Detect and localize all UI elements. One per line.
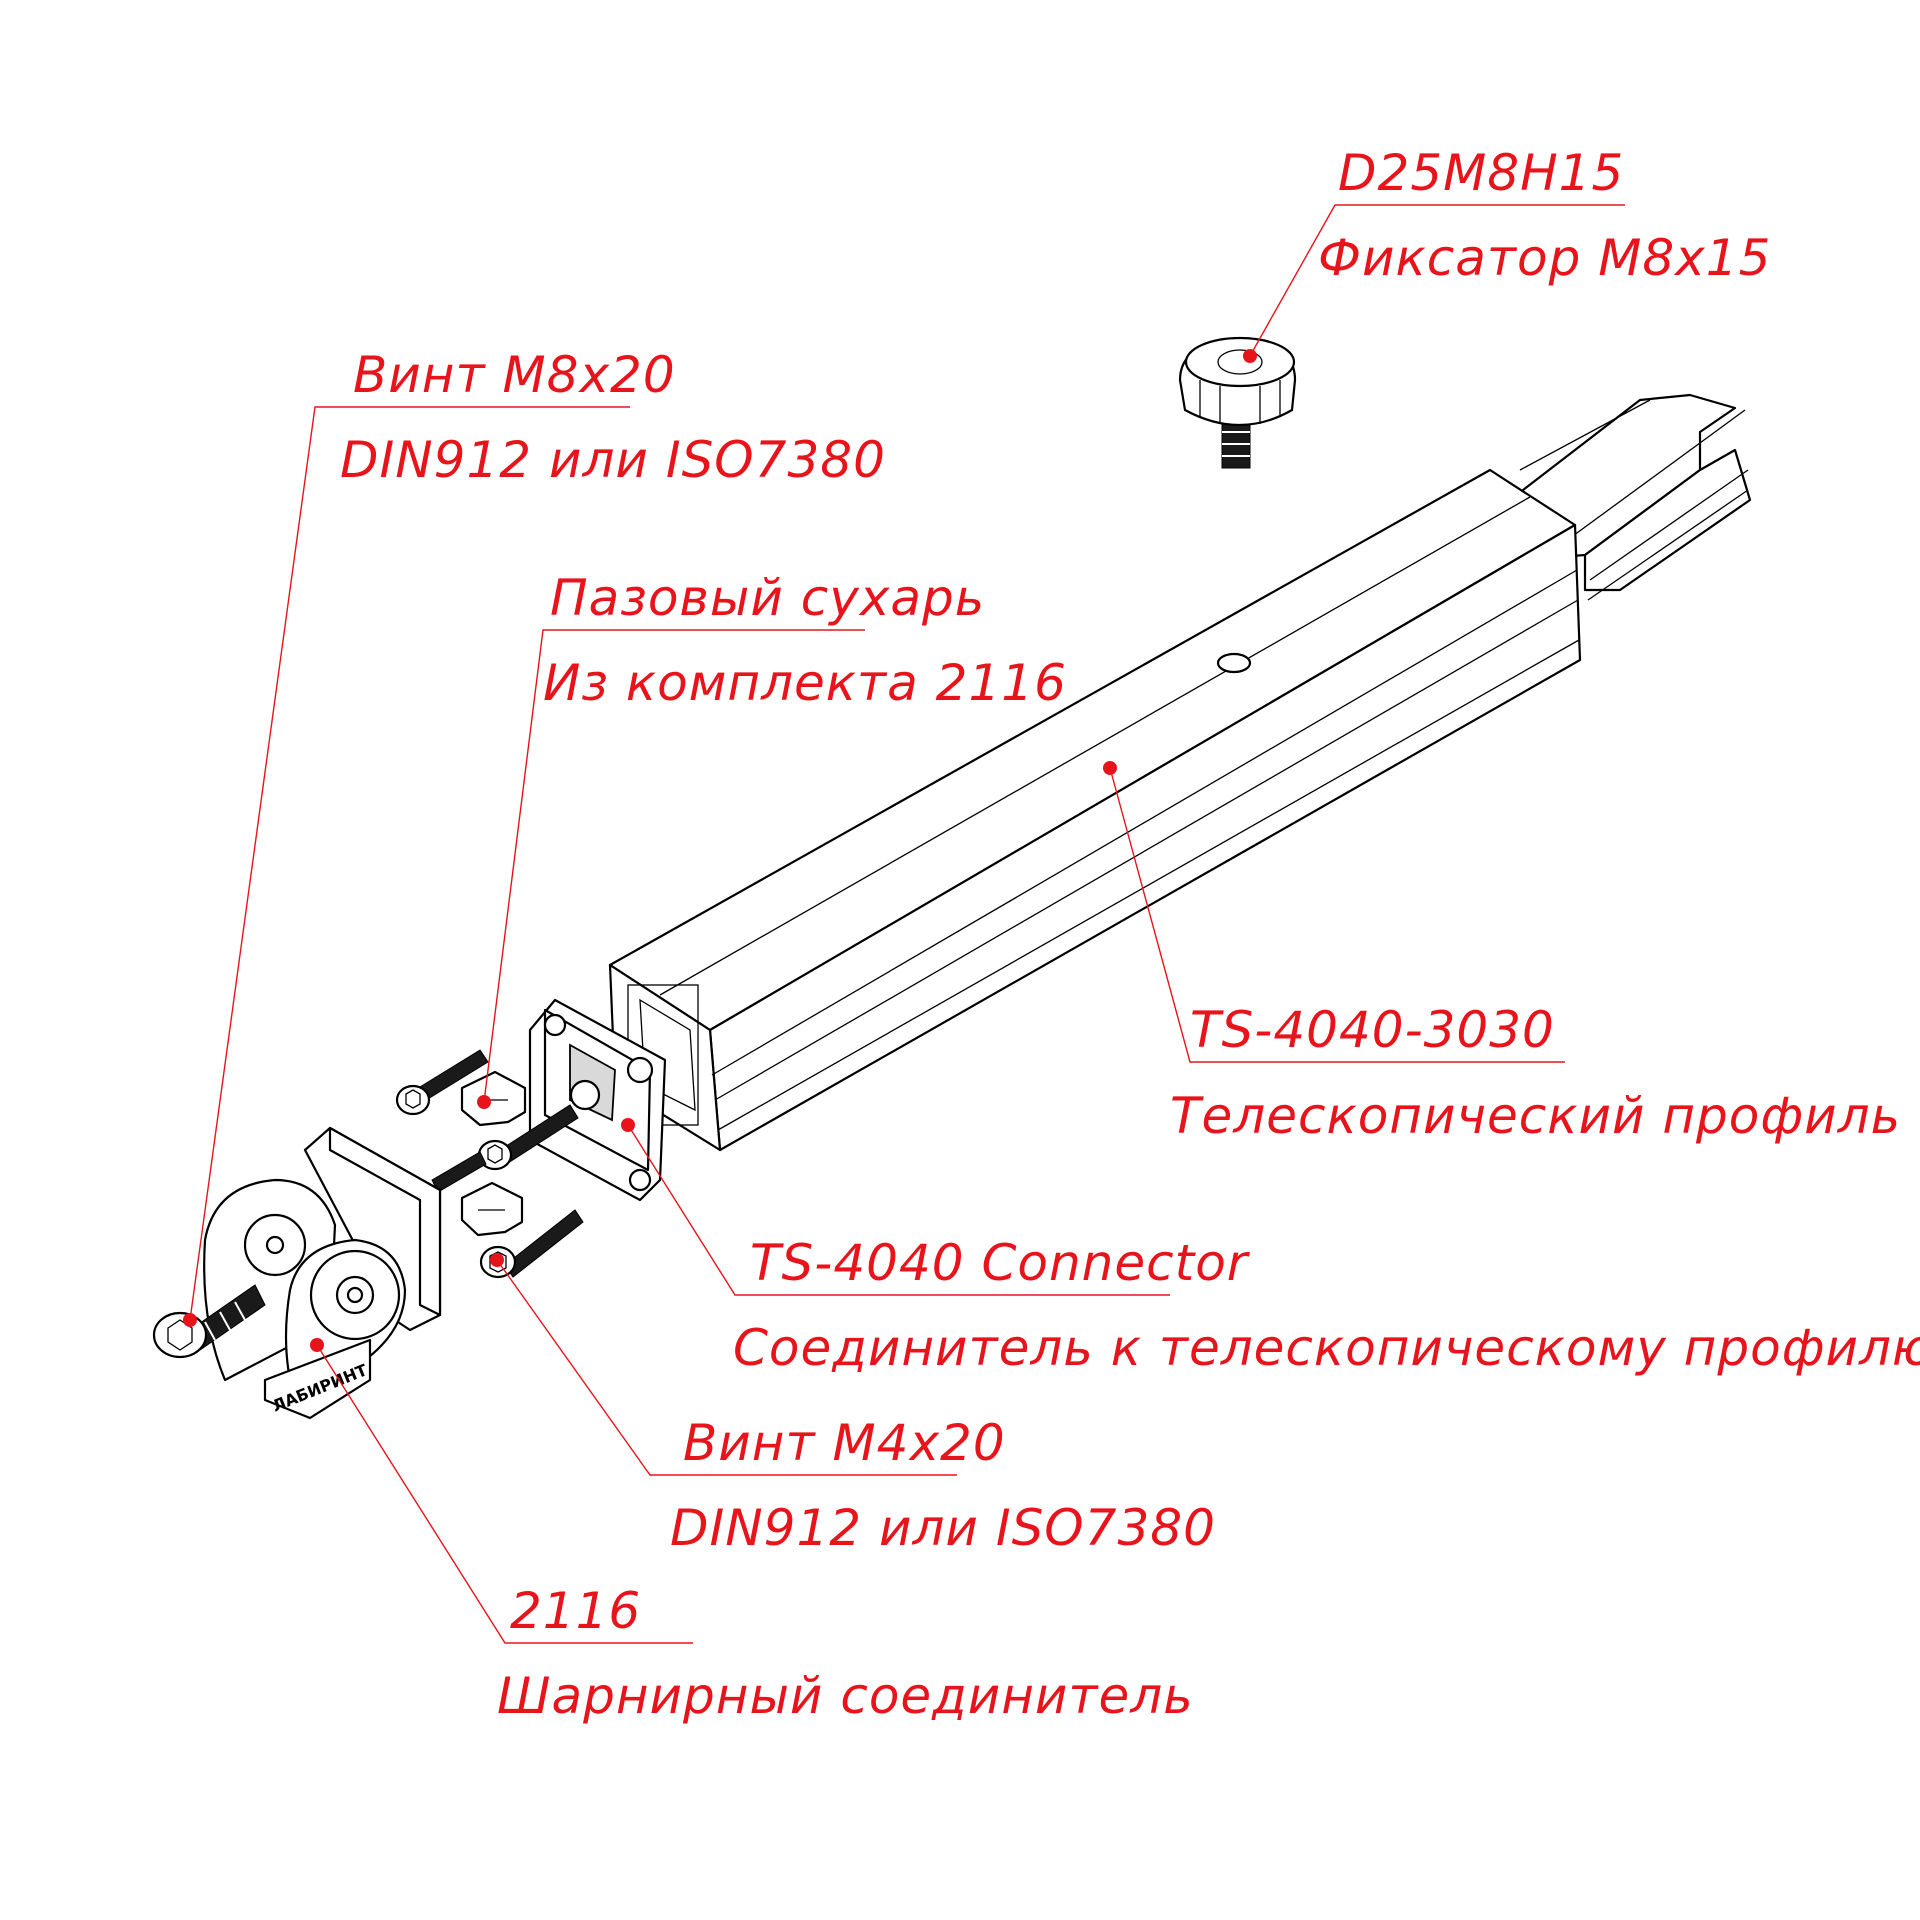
leader-dots <box>183 349 1257 1352</box>
leader-hinge <box>316 1344 693 1644</box>
fixator-knob <box>1178 336 1297 469</box>
dot-hinge <box>310 1338 324 1352</box>
dot-screw-m4 <box>490 1253 504 1267</box>
dot-fixator <box>1243 349 1257 363</box>
hinge-connector-2116: ЛАБИРИНТ <box>203 1126 442 1420</box>
callout-hinge: 2116 Шарнирный соединитель <box>497 1582 1194 1725</box>
leader-profile <box>1109 767 1565 1063</box>
leader-screw-m4 <box>496 1259 957 1476</box>
slot-nut-code: Пазовый сухарь <box>550 569 985 627</box>
dot-screw-m8 <box>183 1313 197 1327</box>
leader-slot-nut <box>483 629 865 1103</box>
slot-nut-lower <box>460 1181 524 1237</box>
screw-m4-hinge <box>431 1151 487 1193</box>
profile-code: TS-4040-3030 <box>1190 1001 1555 1059</box>
callout-fixator: D25M8H15 Фиксатор М8х15 <box>1318 144 1771 287</box>
profile-description: Телескопический профиль <box>1170 1087 1901 1145</box>
screw-m8-description: DIN912 или ISO7380 <box>340 431 886 489</box>
fixator-description: Фиксатор М8х15 <box>1318 229 1771 287</box>
hinge-code: 2116 <box>510 1582 641 1640</box>
connector-code: TS-4040 Connector <box>750 1234 1251 1292</box>
slot-nut-description: Из комплекта 2116 <box>543 654 1067 712</box>
fixator-code: D25M8H15 <box>1338 144 1624 202</box>
screw-m8-code: Винт М8х20 <box>353 346 676 404</box>
connector-description: Соединитель к телескопическому профилю <box>733 1319 1920 1377</box>
leader-fixator <box>1249 204 1625 357</box>
slot-nut-upper <box>460 1070 527 1127</box>
callout-screw-m4: Винт М4х20 DIN912 или ISO7380 <box>670 1414 1216 1557</box>
callout-profile: TS-4040-3030 Телескопический профиль <box>1170 1001 1901 1145</box>
callout-slot-nut: Пазовый сухарь Из комплекта 2116 <box>543 569 1067 712</box>
screw-m4-description: DIN912 или ISO7380 <box>670 1499 1216 1557</box>
leader-connector <box>627 1124 1170 1296</box>
callout-connector: TS-4040 Connector Соединитель к телескоп… <box>733 1234 1920 1377</box>
screw-m4-middle <box>477 1104 579 1171</box>
dot-connector <box>621 1118 635 1132</box>
screw-m4-upper <box>395 1049 489 1116</box>
leader-screw-m8 <box>189 406 630 1321</box>
dot-slot-nut <box>477 1095 491 1109</box>
hinge-description: Шарнирный соединитель <box>497 1667 1194 1725</box>
screw-m4-code: Винт М4х20 <box>683 1414 1006 1472</box>
dot-profile <box>1103 761 1117 775</box>
leader-lines <box>189 204 1625 1644</box>
callout-screw-m8: Винт М8х20 DIN912 или ISO7380 <box>340 346 886 489</box>
telescopic-profile-4040 <box>608 468 1582 1152</box>
